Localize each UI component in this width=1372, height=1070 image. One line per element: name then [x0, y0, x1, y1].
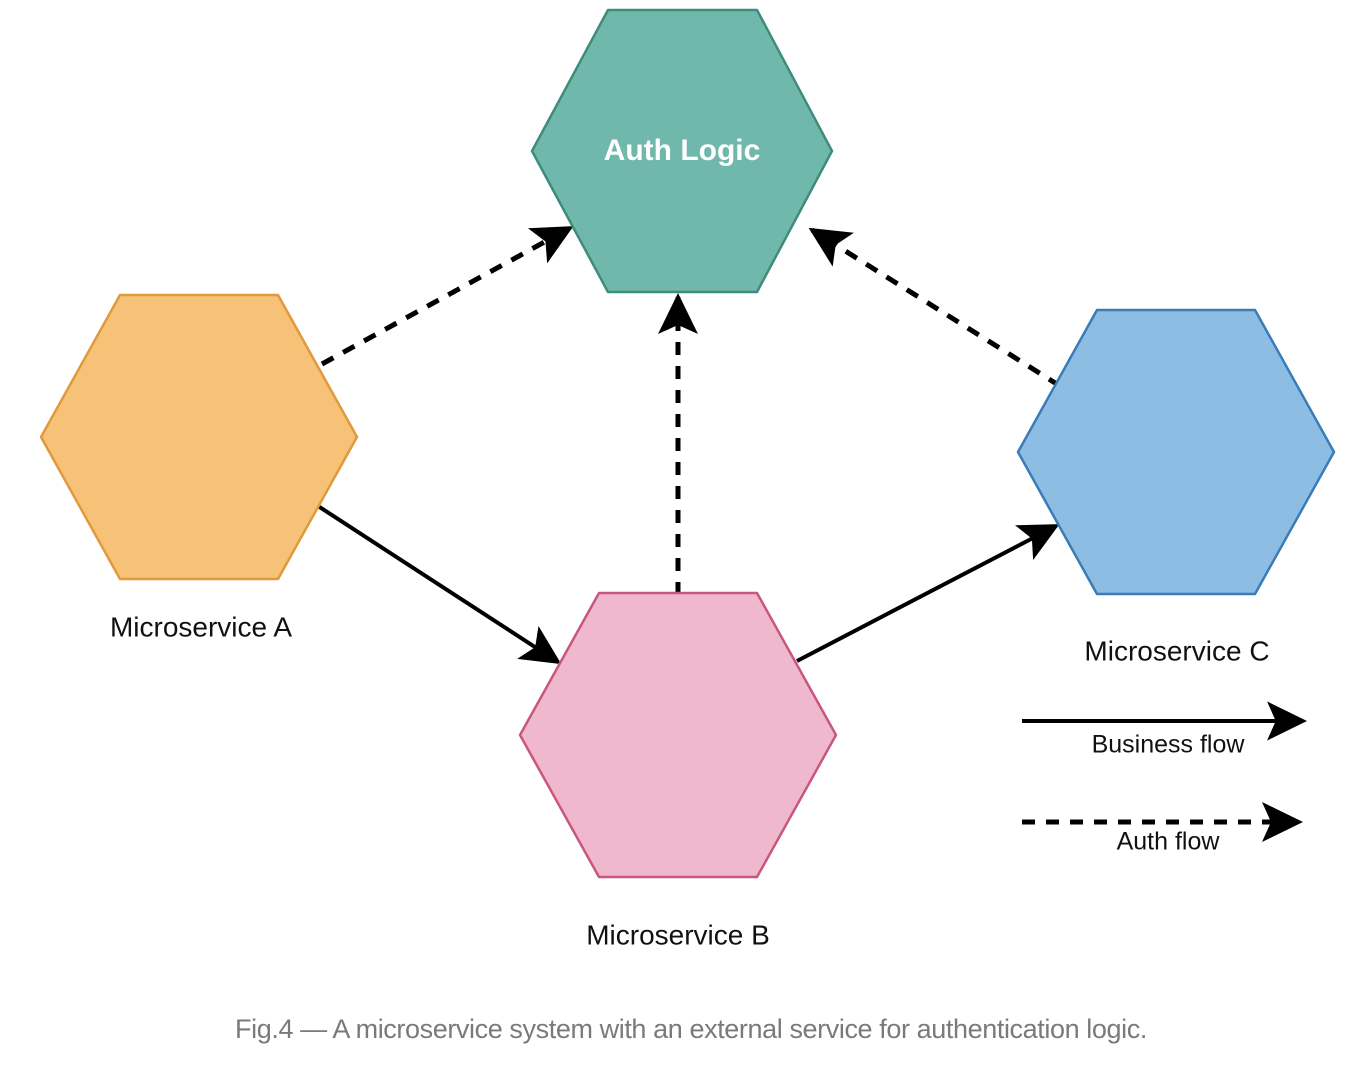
- node-microservice-b[interactable]: Microservice B: [518, 591, 838, 950]
- node-label-microservice-c: Microservice C: [1084, 635, 1269, 666]
- legend-item-auth-flow[interactable]: Auth flow: [1022, 802, 1303, 856]
- hexagon-shape-auth-logic[interactable]: [530, 8, 834, 294]
- edge-a-to-auth[interactable]: [320, 225, 574, 367]
- node-microservice-c[interactable]: Microservice C: [1016, 308, 1336, 666]
- legend-label-business-flow: Business flow: [1092, 731, 1246, 759]
- edge-a-to-b[interactable]: [316, 504, 562, 665]
- hexagon-shape-microservice-a[interactable]: [39, 293, 359, 581]
- legend: Business flow Auth flow: [1022, 701, 1307, 856]
- figure-caption: Fig.4 — A microservice system with an ex…: [235, 1014, 1147, 1044]
- legend-label-auth-flow: Auth flow: [1117, 828, 1221, 856]
- hexagon-shape-microservice-b[interactable]: [518, 591, 838, 879]
- nodes-layer: Auth Logic Microservice A Microservice B…: [39, 8, 1336, 950]
- node-label-microservice-b: Microservice B: [586, 919, 770, 950]
- node-microservice-a[interactable]: Microservice A: [39, 293, 359, 642]
- hexagon-shape-microservice-c[interactable]: [1016, 308, 1336, 596]
- legend-item-business-flow[interactable]: Business flow: [1022, 701, 1307, 759]
- edge-c-to-auth[interactable]: [808, 227, 1062, 389]
- node-auth-logic[interactable]: Auth Logic: [530, 8, 834, 294]
- edges-layer: [316, 225, 1062, 665]
- node-label-auth-logic: Auth Logic: [604, 134, 761, 167]
- edge-b-to-c[interactable]: [796, 524, 1060, 663]
- node-label-microservice-a: Microservice A: [110, 611, 292, 642]
